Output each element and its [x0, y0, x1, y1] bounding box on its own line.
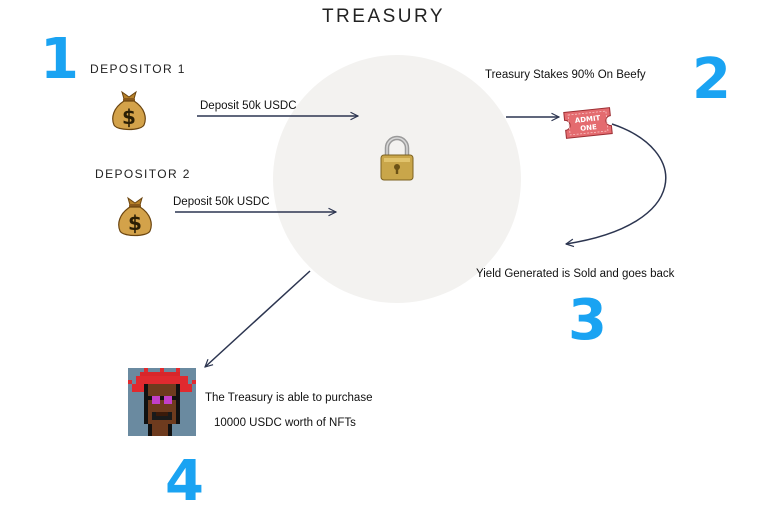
- purchase-text-line-2: 10000 USDC worth of NFTs: [214, 417, 356, 429]
- purchase-text-line-1: The Treasury is able to purchase: [205, 392, 373, 404]
- money-bag-icon: $: [118, 196, 152, 237]
- step-number-4: 4: [165, 449, 204, 514]
- svg-text:ONE: ONE: [580, 123, 598, 133]
- deposit-1-text: Deposit 50k USDC: [200, 100, 297, 112]
- diagram-title: TREASURY: [321, 6, 446, 27]
- staking-text: Treasury Stakes 90% On Beefy: [485, 69, 646, 81]
- padlock-icon: [380, 135, 414, 181]
- punk-avatar-nft: [128, 368, 196, 436]
- depositor-1-label: DEPOSITOR 1: [90, 62, 186, 76]
- step-number-1: 1: [40, 27, 79, 92]
- depositor-2-label: DEPOSITOR 2: [95, 167, 191, 181]
- svg-text:ADMIT: ADMIT: [574, 114, 600, 125]
- yield-return-arrow: [566, 123, 667, 244]
- step-number-2: 2: [692, 47, 731, 112]
- money-bag-icon: $: [112, 90, 146, 131]
- admit-one-ticket-icon: ADMIT ONE: [563, 107, 613, 139]
- deposit-2-text: Deposit 50k USDC: [173, 196, 270, 208]
- svg-text:$: $: [128, 211, 142, 235]
- yield-text: Yield Generated is Sold and goes back: [476, 268, 675, 280]
- step-number-3: 3: [568, 288, 607, 353]
- purchase-arrow: [205, 270, 311, 367]
- svg-text:$: $: [122, 105, 136, 129]
